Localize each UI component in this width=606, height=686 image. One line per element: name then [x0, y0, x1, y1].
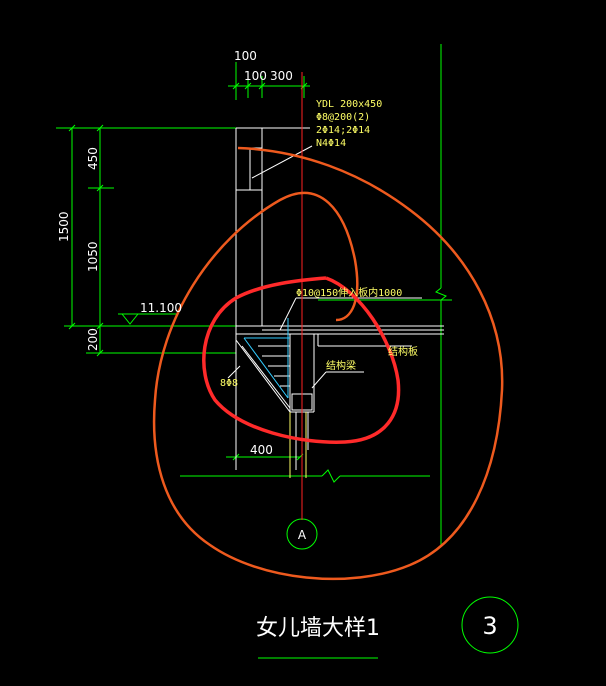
dimension-lines — [56, 44, 519, 659]
dim-bottom-400: 400 — [250, 443, 273, 457]
ydl-line-2: Φ8@200(2) — [316, 112, 370, 123]
ydl-line-1: YDL 200x450 — [316, 99, 382, 110]
dim-left-200: 200 — [86, 328, 100, 351]
orange-revision-cloud — [152, 146, 504, 581]
detail-number: 3 — [482, 612, 497, 640]
rebar-lines — [243, 318, 290, 399]
dim-left-1050: 1050 — [86, 241, 100, 272]
ydl-line-3: 2Φ14;2Φ14 — [316, 125, 370, 136]
dim-top-total: 100 — [234, 49, 257, 63]
axis-bubble-label: A — [298, 528, 307, 542]
ydl-line-4: N4Φ14 — [316, 138, 346, 149]
dim-left-450: 450 — [86, 147, 100, 170]
side-bar-label: 8Φ8 — [220, 378, 238, 389]
dim-top-b: 300 — [270, 69, 293, 83]
bar-note: Φ10@150伸入板内1000 — [296, 286, 402, 299]
detail-title: 女儿墙大样1 — [256, 616, 380, 641]
slab-label: 结构板 — [388, 345, 418, 358]
dim-left-1500: 1500 — [57, 211, 71, 242]
structure-outline — [227, 127, 444, 470]
beam-label: 结构梁 — [326, 359, 356, 372]
elevation-label: 11.100 — [140, 301, 182, 315]
red-revision-cloud — [202, 276, 401, 444]
coping-hatch — [289, 412, 307, 478]
dim-top-a: 100 — [244, 69, 267, 83]
